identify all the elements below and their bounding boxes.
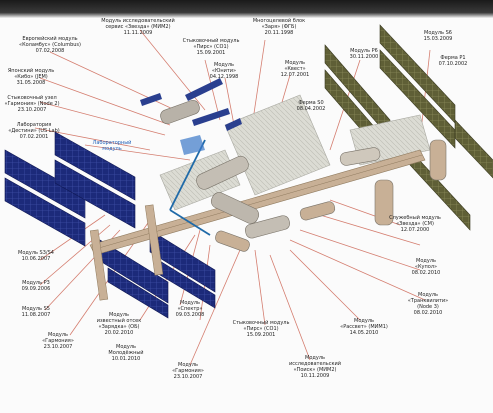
callout-label: Ферма P1 07.10.2002	[430, 55, 476, 67]
callout-label: Модуль S3/S4 10.06.2007	[10, 250, 62, 262]
callout-label: Многоцелевой блок «Заря» (ФГБ) 20.11.199…	[240, 18, 318, 36]
callout-label: Стыковочный узел «Гармония» (Node 2) 23.…	[0, 95, 64, 113]
callout-label: Модуль «Купол» 08.02.2010	[398, 258, 454, 276]
callout-label: Модуль «Гармония» 23.10.2007	[30, 332, 86, 350]
callout-label: Служебный модуль «Звезда» (СМ) 12.07.200…	[380, 215, 450, 233]
callout-label: Модуль S5 11.08.2007	[10, 306, 62, 318]
callout-label: Ферма S0 08.04.2002	[288, 100, 334, 112]
callout-label: Японский модуль «Кибо» (JEM) 31.05.2008	[0, 68, 62, 86]
callout-label: Модуль известный отсек «Зарядка» (ОБ) 20…	[86, 312, 152, 336]
callout-label: Европейский модуль «Коламбус» (Columbus)…	[8, 36, 92, 54]
callout-label: Модуль исследовательский «Поиск» (МИМ2) …	[280, 355, 350, 379]
callout-label: Модуль «Спектр» 09.03.2008	[168, 300, 212, 318]
callout-label: Модуль «Гармония» 23.10.2007	[150, 362, 226, 380]
callout-label: Стыковочный модуль «Пирс» (СО1) 15.09.20…	[230, 320, 292, 338]
callout-label: Модуль Молодёжный 10.01.2010	[96, 344, 156, 362]
callout-label: Лабораторный модуль	[82, 140, 142, 152]
callout-label: Модуль «Транквилити» (Node 3) 08.02.2010	[398, 292, 458, 316]
callout-label: Стыковочный модуль «Пирс» (СО1) 15.09.20…	[180, 38, 242, 56]
callout-label: Модуль S6 15.03.2009	[412, 30, 464, 42]
callout-label: Модуль «Юнити» 04.12.1998	[198, 62, 250, 80]
callout-label: Модуль P6 30.11.2000	[340, 48, 388, 60]
callout-label: Модуль исследовательский сервис «Звезда»…	[88, 18, 188, 36]
callout-label: Лаборатория «Дестини» (US Lab) 07.02.200…	[2, 122, 66, 140]
callout-label: Модуль «Квест» 12.07.2001	[272, 60, 318, 78]
callout-label: Модуль «Рассвет» (МИМ1) 14.05.2010	[335, 318, 393, 336]
callout-label: Модуль P3 09.09.2006	[10, 280, 62, 292]
